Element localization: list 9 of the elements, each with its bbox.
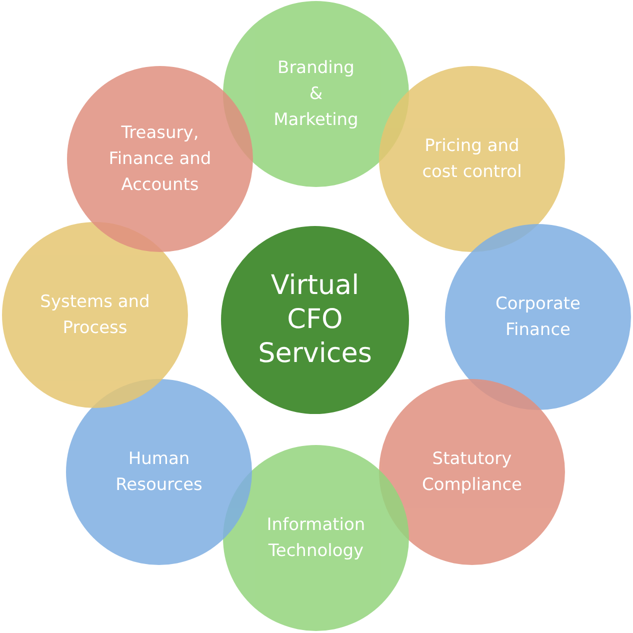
- service-label: Pricing and cost control: [421, 135, 523, 184]
- service-label: Treasury, Finance and Accounts: [108, 122, 212, 197]
- service-label: Virtual CFO Services: [257, 269, 373, 371]
- service-label: Human Resources: [114, 448, 204, 497]
- service-label: Systems and Process: [39, 291, 151, 340]
- service-label: Statutory Compliance: [420, 448, 524, 497]
- service-label: Branding & Marketing: [272, 57, 360, 132]
- service-label: Corporate Finance: [494, 293, 582, 342]
- service-label: Information Technology: [266, 514, 366, 563]
